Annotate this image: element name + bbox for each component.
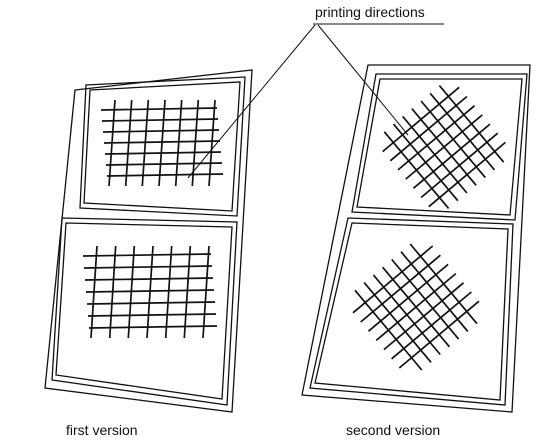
mesh-first-upper — [100, 99, 224, 187]
mesh-strand-horizontal — [102, 129, 220, 133]
pane-upper-outer — [79, 76, 246, 217]
mesh-second-upper — [382, 85, 506, 209]
mesh-strand-diagonal-b — [420, 100, 486, 179]
first-version-caption: first version — [66, 422, 138, 438]
mesh-first-lower — [82, 245, 218, 339]
mesh-strand-vertical — [90, 245, 98, 339]
mesh-strand-vertical — [183, 245, 192, 339]
mesh-strand-diagonal-b — [409, 243, 478, 325]
mesh-second-lower — [352, 243, 480, 371]
mesh-strand-diagonal-b — [363, 282, 432, 363]
mesh-strand-diagonal-b — [429, 92, 496, 171]
leader-to-second-version — [317, 24, 409, 136]
mesh-strand-horizontal — [100, 107, 218, 111]
mesh-strand-vertical — [108, 99, 116, 187]
mesh-strand-diagonal-b — [411, 108, 477, 186]
mesh-strand-horizontal — [86, 301, 216, 305]
mesh-strand-diagonal-b — [402, 115, 468, 194]
mesh-strand-vertical — [202, 245, 210, 339]
frame-outer — [301, 64, 531, 413]
mesh-strand-vertical — [127, 245, 136, 339]
mesh-strand-diagonal-b — [438, 85, 505, 163]
mesh-strand-vertical — [164, 245, 173, 339]
mesh-strand-horizontal — [88, 325, 218, 329]
window-second-version — [301, 64, 531, 413]
mesh-strand-horizontal — [82, 253, 212, 257]
pane-lower-outer — [309, 217, 514, 406]
mesh-strand-horizontal — [84, 277, 214, 281]
mesh-strand-vertical — [146, 245, 154, 339]
mesh-strand-vertical — [124, 99, 133, 187]
mesh-strand-diagonal-b — [354, 289, 423, 371]
mesh-strand-horizontal — [104, 151, 222, 155]
mesh-strand-horizontal — [83, 265, 213, 269]
mesh-strand-diagonal-b — [381, 266, 451, 348]
pane-upper-outer — [351, 73, 528, 221]
mesh-strand-vertical — [158, 99, 166, 187]
pane-lower-outer — [51, 217, 238, 406]
second-version-caption: second version — [346, 422, 441, 438]
mesh-strand-diagonal-b — [392, 123, 459, 202]
mesh-strand-diagonal-b — [400, 251, 469, 332]
mesh-strand-vertical — [141, 99, 150, 187]
callout-leaders — [187, 23, 444, 179]
pane-lower-inner — [314, 222, 509, 401]
mesh-strand-diagonal-b — [391, 258, 460, 340]
pane-lower-inner — [55, 222, 233, 400]
mesh-strand-diagonal-b — [383, 131, 450, 209]
mesh-strand-horizontal — [101, 118, 219, 122]
mesh-strand-horizontal — [87, 313, 217, 317]
pane-upper-inner — [356, 78, 523, 216]
mesh-strand-vertical — [208, 99, 216, 187]
mesh-strand-vertical — [174, 99, 183, 187]
pane-upper-inner — [83, 81, 241, 212]
frame-outer — [44, 69, 253, 413]
mesh-strand-horizontal — [105, 162, 223, 166]
printing-directions-label: printing directions — [315, 4, 425, 20]
mesh-strand-vertical — [108, 245, 117, 339]
mesh-strand-vertical — [191, 99, 200, 187]
mesh-strand-diagonal-b — [372, 274, 441, 356]
leader-to-first-version — [187, 24, 316, 179]
mesh-strand-horizontal — [106, 173, 224, 177]
window-first-version — [44, 69, 253, 413]
